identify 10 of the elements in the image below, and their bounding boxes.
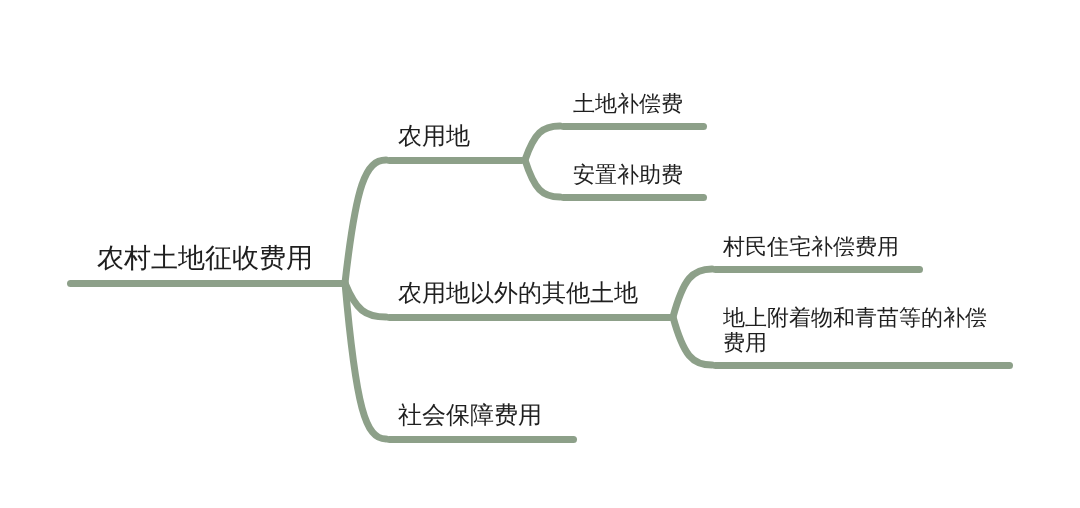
topic-text: 村民住宅补偿费用 <box>723 234 900 260</box>
branch-connector <box>669 313 716 369</box>
topic-text: 安置补助费 <box>573 162 684 188</box>
topic-text: 农用地以外的其他土地 <box>398 279 639 308</box>
topic-text: 地上附着物和青苗等的补偿费用 <box>723 304 988 356</box>
topic-text: 社会保障费用 <box>398 401 543 430</box>
topic-text: 农用地 <box>398 122 471 151</box>
branch-connector <box>341 279 390 321</box>
topic-text: 农村土地征收费用 <box>97 242 314 274</box>
topic-text: 土地补偿费 <box>573 91 684 117</box>
